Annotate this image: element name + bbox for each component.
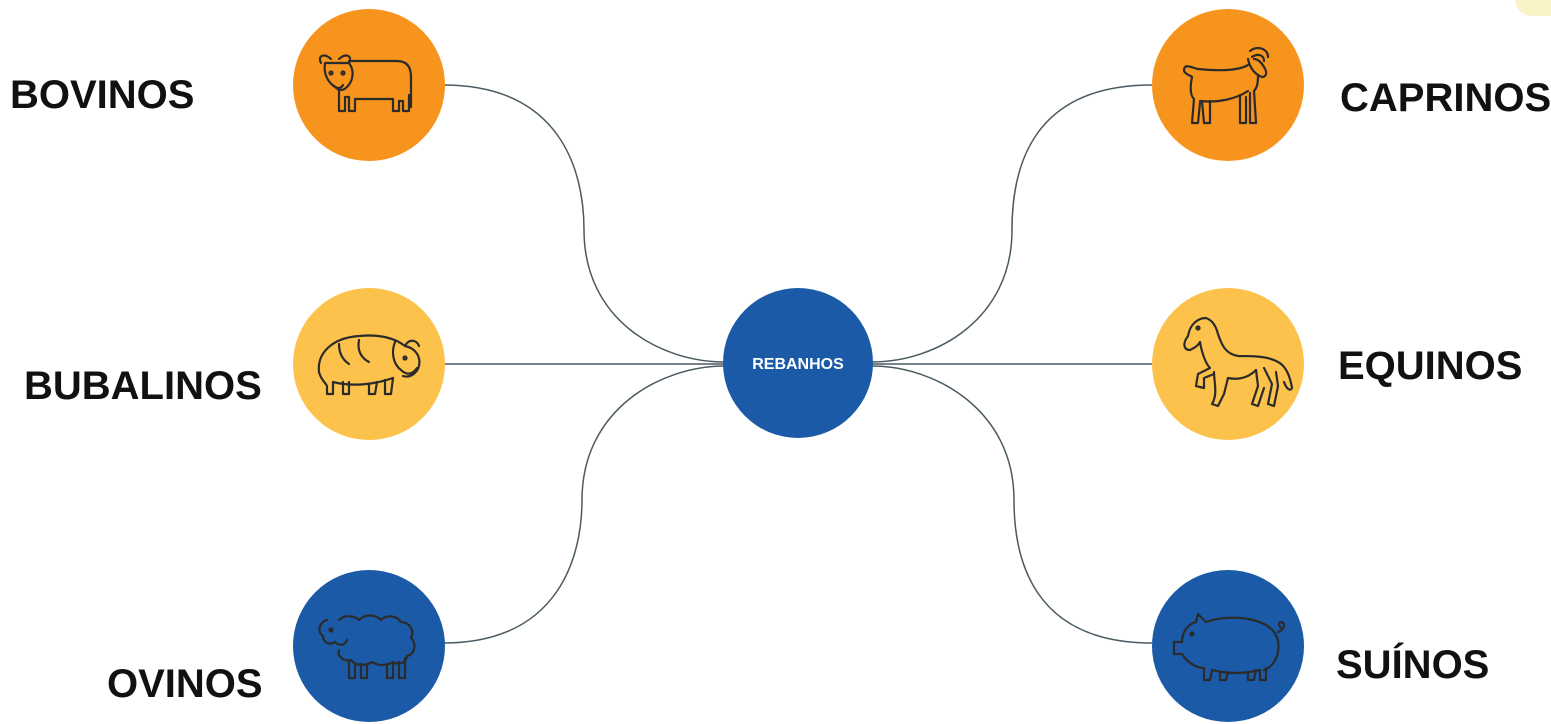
- horse-icon: [1183, 316, 1294, 408]
- connector-suinos: [871, 365, 1153, 644]
- connector-bovinos: [442, 84, 726, 363]
- connector-caprinos: [871, 84, 1153, 363]
- bison-icon: [317, 334, 421, 396]
- node-circle-bubalinos: [293, 288, 445, 440]
- corner-decoration: [1515, 0, 1551, 16]
- label-caprinos: CAPRINOS: [1340, 76, 1551, 120]
- goat-icon: [1182, 47, 1270, 125]
- center-label: REBANHOS: [752, 356, 844, 373]
- connector-ovinos: [442, 365, 726, 644]
- center-circle: [723, 288, 873, 438]
- center-node: REBANHOS: [723, 288, 873, 438]
- label-ovinos: OVINOS: [107, 662, 263, 706]
- node-circle-bovinos: [293, 9, 445, 161]
- label-equinos: EQUINOS: [1338, 344, 1523, 388]
- pig-icon: [1172, 612, 1286, 682]
- node-circle-caprinos: [1152, 9, 1304, 161]
- sheep-icon: [318, 614, 416, 680]
- label-bubalinos: BUBALINOS: [24, 364, 262, 408]
- label-bovinos: BOVINOS: [10, 73, 195, 117]
- node-circle-suinos: [1152, 570, 1304, 722]
- connectors: [442, 84, 1153, 644]
- node-circle-equinos: [1152, 288, 1304, 440]
- cow-icon: [318, 54, 413, 113]
- label-suinos: SUÍNOS: [1336, 643, 1490, 687]
- node-circle-ovinos: [293, 570, 445, 722]
